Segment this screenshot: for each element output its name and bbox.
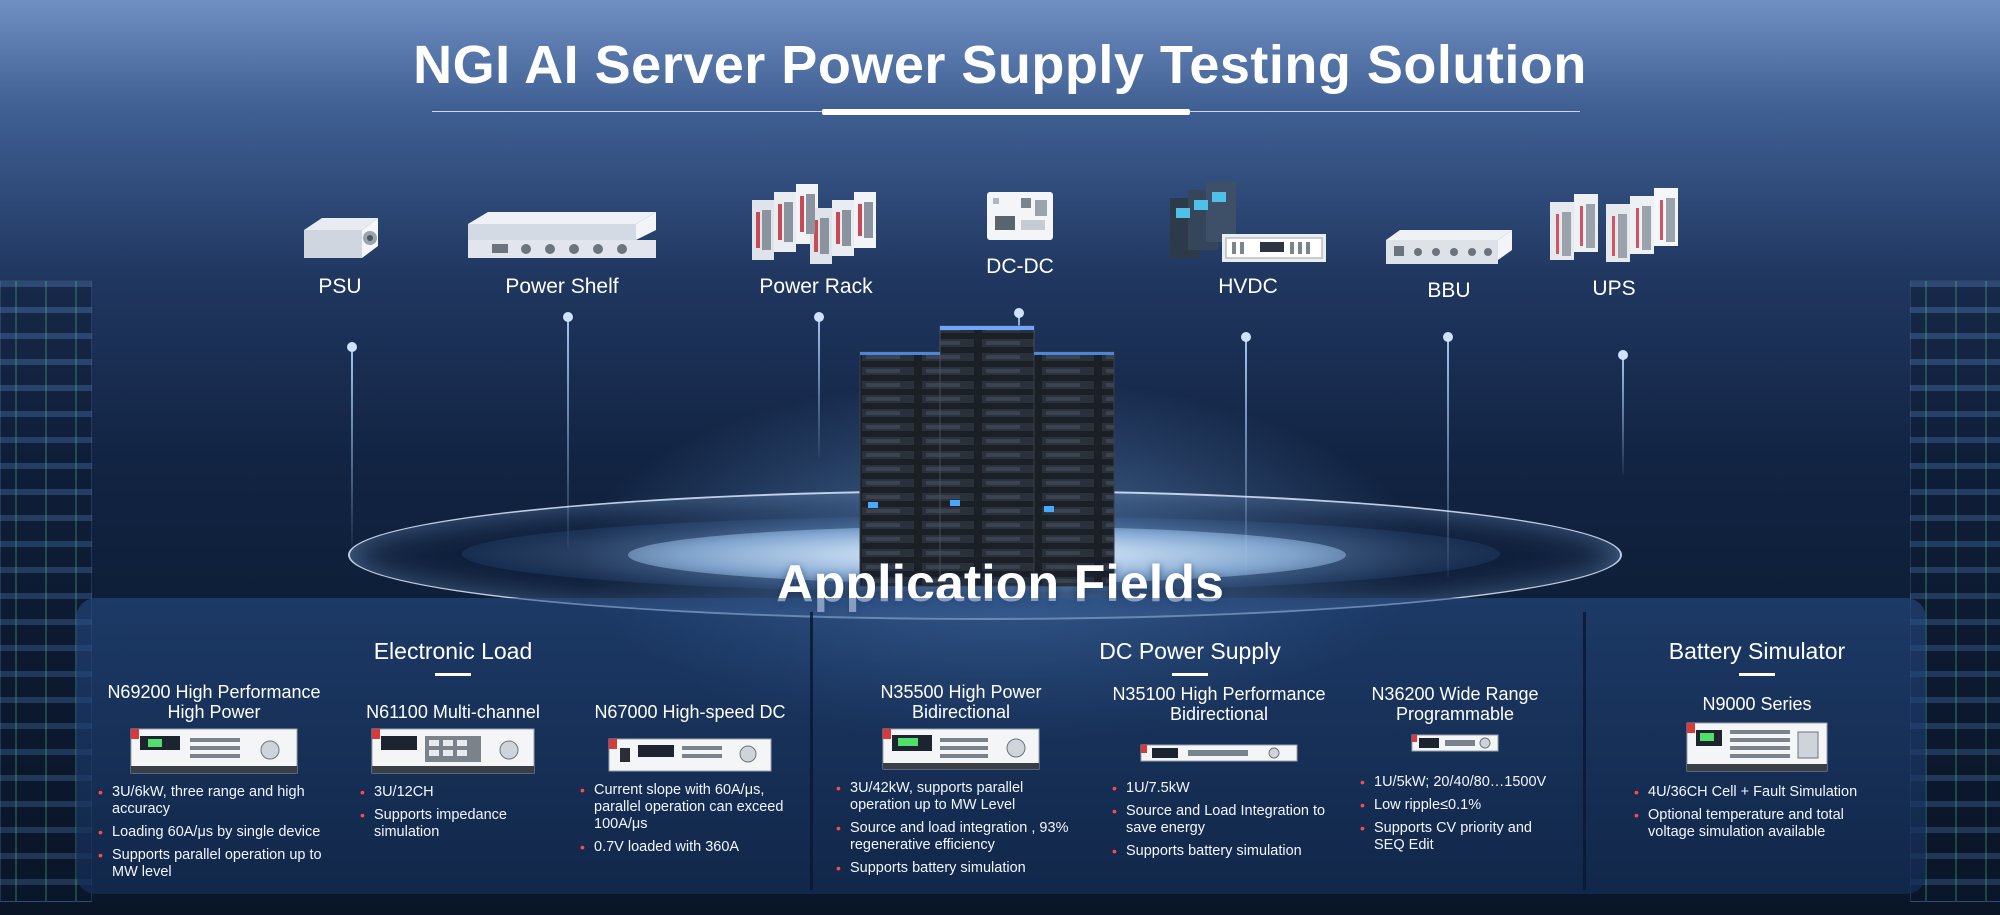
category-title: DC Power Supply (1099, 638, 1281, 664)
section-divider (810, 612, 813, 890)
feature-bullet: Supports battery simulation (836, 860, 1086, 877)
category-underline (1172, 673, 1208, 676)
product-label: PSU (318, 275, 362, 298)
connector-psu (347, 342, 357, 547)
product-label: UPS (1592, 277, 1636, 300)
feature-bullet: 1U/7.5kW (1112, 780, 1326, 797)
feature-bullet: Source and Load Integration to save ener… (1112, 803, 1326, 837)
server-racks-icon (859, 325, 1115, 587)
connector-bbu (1443, 332, 1453, 577)
feature-bullet: 0.7V loaded with 360A (580, 839, 800, 856)
product-hvdc: HVDC (1156, 172, 1340, 299)
dc-dc-module-icon (987, 192, 1053, 240)
right-rack-background (1910, 280, 2000, 902)
category-underline (1739, 673, 1775, 676)
feature-bullet: 1U/5kW; 20/40/80…1500V (1360, 774, 1550, 791)
product-label: Power Shelf (505, 275, 619, 298)
connector-hvdc (1241, 332, 1251, 577)
psu-icon (304, 218, 378, 258)
product-label: Power Rack (759, 275, 873, 298)
electronic-load-device-icon (130, 728, 298, 774)
category-dc-power-supply: DC Power Supply (1090, 638, 1290, 676)
product-bbu: BBU (1384, 228, 1514, 303)
category-title: Battery Simulator (1668, 638, 1846, 664)
product-ups: UPS (1546, 174, 1682, 301)
product-column-n67000: N67000 High-speed DC Current slope with … (580, 682, 800, 862)
product-name: N69200 High Performance High Power (107, 682, 321, 722)
product-column-n9000: N9000 Series 4U/36CH Cell + Fault Simula… (1634, 674, 1880, 847)
product-power-shelf: Power Shelf (466, 210, 658, 299)
connector-power-rack (814, 312, 824, 457)
product-label: BBU (1427, 279, 1471, 302)
high-speed-dc-load-device-icon (608, 738, 772, 772)
feature-bullet: Supports battery simulation (1112, 843, 1326, 860)
feature-bullet: Source and load integration , 93% regene… (836, 820, 1086, 854)
1u-bidirectional-supply-device-icon (1140, 744, 1298, 762)
feature-bullet: Supports parallel operation up to MW lev… (98, 847, 330, 881)
connector-ups (1618, 350, 1628, 475)
product-column-n35100: N35100 High Performance Bidirectional 1U… (1112, 684, 1326, 866)
product-column-n35500: N35500 High Power Bidirectional 3U/42kW,… (836, 682, 1086, 883)
title-accent-bar (822, 109, 1190, 115)
multi-channel-load-device-icon (371, 728, 535, 774)
bbu-icon (1386, 230, 1512, 264)
product-column-n36200: N36200 Wide Range Programmable 1U/5kW; 2… (1360, 684, 1550, 860)
feature-bullet: 3U/42kW, supports parallel operation up … (836, 780, 1086, 814)
left-rack-background (0, 280, 92, 902)
product-label: DC-DC (986, 255, 1054, 278)
product-column-n61100: N61100 Multi-channel 3U/12CH Supports im… (360, 682, 546, 847)
wide-range-supply-device-icon (1411, 734, 1499, 752)
category-battery-simulator: Battery Simulator (1657, 638, 1857, 676)
product-name: N35100 High Performance Bidirectional (1112, 684, 1326, 724)
feature-bullet: 3U/6kW, three range and high accuracy (98, 784, 330, 818)
product-dc-dc: DC-DC (980, 188, 1060, 279)
product-name: N36200 Wide Range Programmable (1371, 684, 1539, 724)
product-power-rack: Power Rack (740, 172, 892, 299)
feature-bullet: Low ripple≤0.1% (1360, 797, 1550, 814)
product-column-n69200: N69200 High Performance High Power 3U/6k… (98, 682, 330, 887)
product-name: N67000 High-speed DC (594, 702, 786, 722)
feature-bullet: Supports impedance simulation (360, 807, 546, 841)
feature-bullet: Current slope with 60A/μs, parallel oper… (580, 782, 800, 833)
feature-bullet: Loading 60A/μs by single device (98, 824, 330, 841)
feature-bullet: 3U/12CH (360, 784, 546, 801)
section-divider (1583, 612, 1586, 890)
product-label: HVDC (1218, 275, 1278, 298)
product-name: N9000 Series (1702, 694, 1812, 714)
battery-simulator-device-icon (1686, 722, 1828, 772)
bidirectional-supply-device-icon (882, 728, 1040, 770)
feature-bullet: Optional temperature and total voltage s… (1634, 807, 1880, 841)
product-psu: PSU (300, 212, 380, 299)
ups-icon (1550, 188, 1678, 262)
page-title: NGI AI Server Power Supply Testing Solut… (413, 35, 1587, 95)
connector-power-shelf (563, 312, 573, 547)
product-name: N35500 High Power Bidirectional (880, 682, 1042, 722)
category-title: Electronic Load (373, 638, 533, 664)
category-electronic-load: Electronic Load (353, 638, 553, 676)
power-shelf-icon (468, 212, 656, 258)
power-rack-icon (752, 184, 876, 264)
category-underline (435, 673, 471, 676)
hvdc-icon (1170, 182, 1326, 262)
feature-bullet: 4U/36CH Cell + Fault Simulation (1634, 784, 1880, 801)
product-name: N61100 Multi-channel (366, 702, 540, 722)
feature-bullet: Supports CV priority and SEQ Edit (1360, 820, 1550, 854)
